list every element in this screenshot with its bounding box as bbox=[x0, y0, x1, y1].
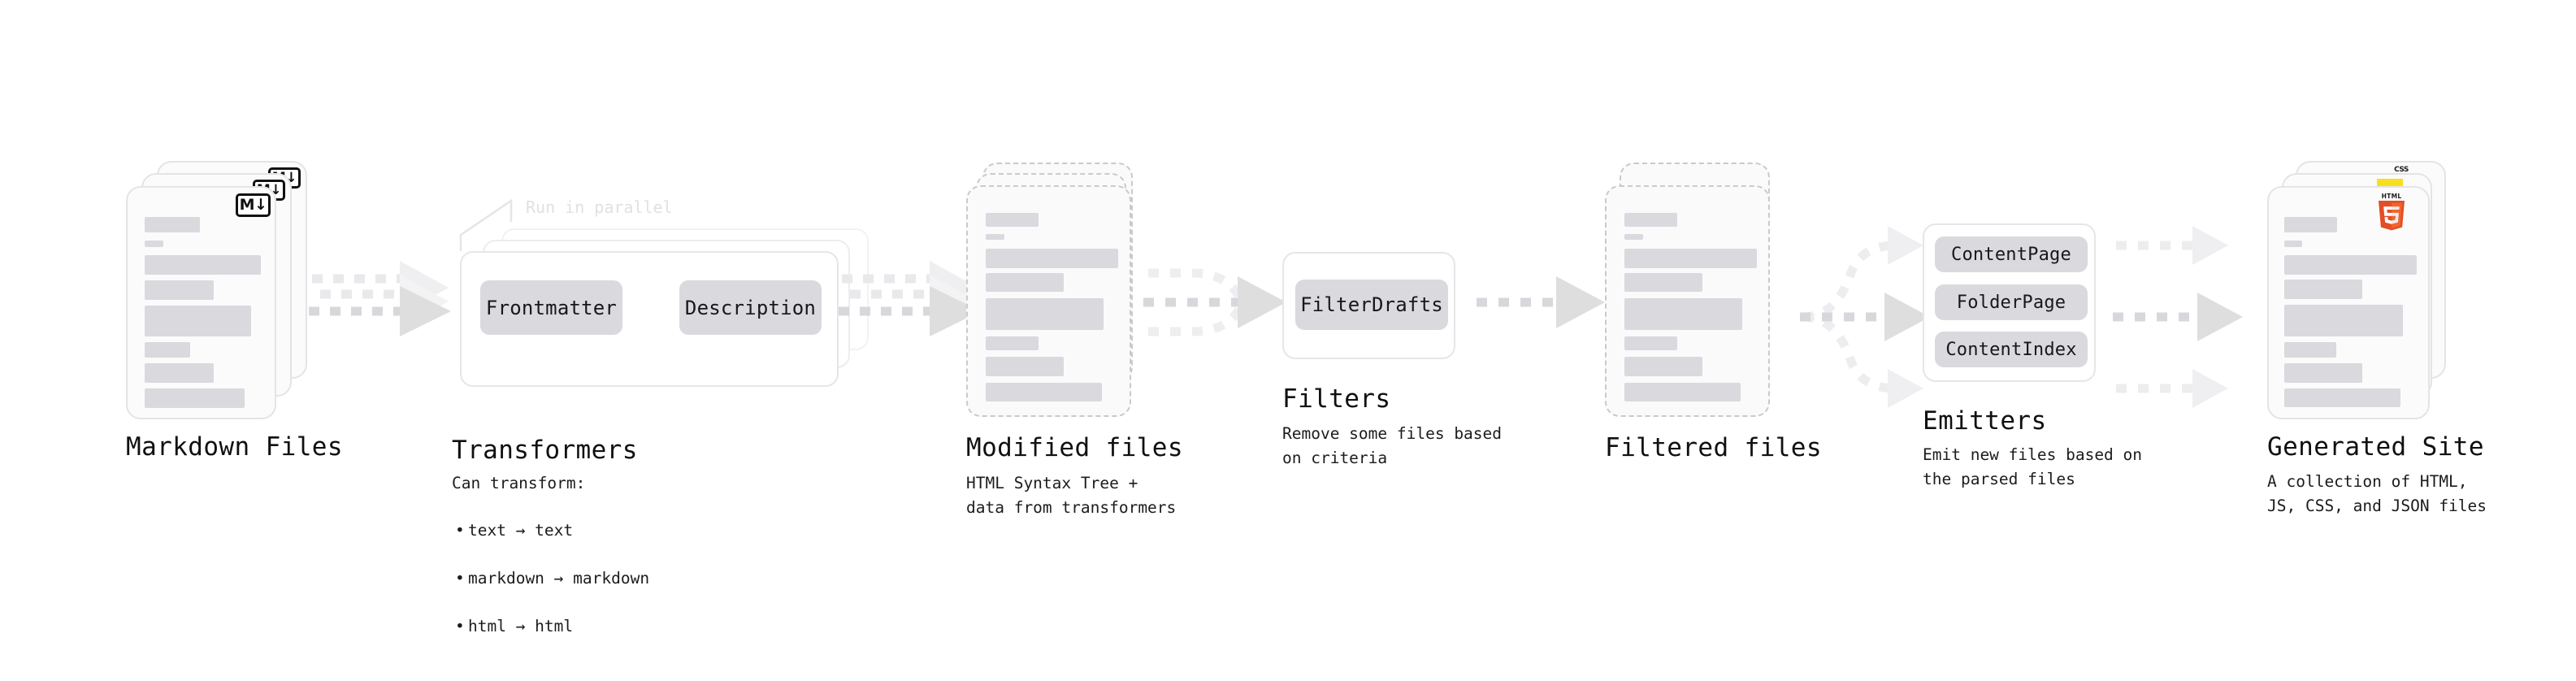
placeholder-bar bbox=[2284, 255, 2417, 275]
transformers-bullet-list: text → text markdown → markdown html → h… bbox=[452, 494, 649, 662]
emitters-subtitle: Emit new files based on the parsed files bbox=[1923, 445, 2143, 488]
transformer-node-frontmatter[interactable]: Frontmatter bbox=[480, 280, 622, 335]
placeholder-bar bbox=[986, 234, 1004, 240]
placeholder-bar bbox=[986, 249, 1118, 268]
arrow-filters-to-filtered bbox=[1477, 276, 1605, 328]
markdown-files-title: Markdown Files bbox=[126, 432, 343, 462]
filtered-file-content bbox=[1607, 187, 1768, 415]
placeholder-bar bbox=[1624, 336, 1677, 350]
emitter-node-contentpage[interactable]: ContentPage bbox=[1935, 236, 2088, 272]
placeholder-bar bbox=[1624, 213, 1677, 227]
generated-site-stack: CSS HTML bbox=[2267, 161, 2454, 429]
placeholder-bar bbox=[2284, 388, 2400, 407]
markdown-file-sheet-front bbox=[126, 186, 276, 419]
placeholder-bar bbox=[986, 273, 1064, 292]
placeholder-bar bbox=[2284, 363, 2362, 383]
filter-node-filterdrafts[interactable]: FilterDrafts bbox=[1295, 280, 1448, 330]
modified-files-subtitle: HTML Syntax Tree + data from transformer… bbox=[966, 474, 1177, 517]
emitters-title: Emitters bbox=[1923, 406, 2047, 436]
generated-site-sheet-front-html bbox=[2267, 186, 2430, 419]
generated-site-content bbox=[2269, 188, 2428, 418]
placeholder-bar bbox=[145, 388, 245, 408]
modified-file-content bbox=[968, 187, 1130, 415]
transformers-bullet-item: markdown → markdown bbox=[455, 566, 649, 591]
transformers-bullet-item: text → text bbox=[455, 518, 649, 543]
transformers-title: Transformers bbox=[452, 436, 638, 465]
markdown-file-content bbox=[128, 188, 275, 418]
modified-file-sheet-front bbox=[966, 185, 1131, 417]
emitters-group: ContentPage FolderPage ContentIndex bbox=[1923, 223, 2096, 382]
arrow-emitters-to-site bbox=[2113, 226, 2243, 408]
placeholder-bar bbox=[145, 342, 190, 358]
placeholder-bar bbox=[986, 298, 1104, 330]
modified-files-stack bbox=[966, 163, 1153, 423]
placeholder-bar bbox=[1624, 273, 1702, 292]
arrow-markdown-to-transformers bbox=[309, 261, 451, 336]
placeholder-bar bbox=[1624, 234, 1643, 240]
filtered-file-sheet-front bbox=[1605, 185, 1770, 417]
generated-site-subtitle: A collection of HTML, JS, CSS, and JSON … bbox=[2267, 472, 2487, 515]
placeholder-bar bbox=[2284, 305, 2403, 336]
markdown-badge-front: M ↓ bbox=[236, 193, 271, 217]
generated-site-title: Generated Site bbox=[2267, 432, 2484, 462]
placeholder-bar bbox=[986, 213, 1039, 227]
markdown-badge-letter: M bbox=[239, 196, 255, 214]
placeholder-bar bbox=[1624, 249, 1757, 268]
placeholder-bar bbox=[145, 306, 251, 336]
emitter-node-contentindex[interactable]: ContentIndex bbox=[1935, 332, 2088, 367]
arrow-modified-to-filters bbox=[1143, 268, 1286, 336]
html5-badge: HTML bbox=[2379, 193, 2405, 231]
transformers-subtitle: Can transform: bbox=[452, 474, 586, 492]
run-in-parallel-annotation: Run in parallel bbox=[526, 197, 673, 217]
filtered-files-stack bbox=[1605, 163, 1792, 423]
placeholder-bar bbox=[2284, 280, 2362, 299]
filtered-files-title: Filtered files bbox=[1605, 433, 1822, 462]
placeholder-bar bbox=[986, 357, 1064, 376]
filters-group: FilterDrafts bbox=[1282, 252, 1455, 359]
transformer-node-description[interactable]: Description bbox=[679, 280, 822, 335]
placeholder-bar bbox=[145, 241, 163, 247]
markdown-badge-arrow-icon: ↓ bbox=[254, 196, 267, 214]
placeholder-bar bbox=[986, 336, 1039, 350]
markdown-files-stack: M ↓ M ↓ M ↓ bbox=[126, 161, 309, 421]
placeholder-bar bbox=[2284, 342, 2336, 358]
svg-text:HTML: HTML bbox=[2382, 193, 2402, 200]
placeholder-bar bbox=[145, 217, 200, 232]
placeholder-bar bbox=[145, 255, 261, 275]
placeholder-bar bbox=[2284, 241, 2302, 247]
modified-files-title: Modified files bbox=[966, 433, 1183, 462]
transformers-bullet-item: html → html bbox=[455, 614, 649, 639]
css-badge-label: CSS bbox=[2394, 166, 2409, 174]
placeholder-bar bbox=[1624, 383, 1741, 401]
transformers-group-front: Frontmatter Description bbox=[460, 251, 839, 387]
placeholder-bar bbox=[145, 280, 214, 300]
placeholder-bar bbox=[986, 383, 1102, 401]
placeholder-bar bbox=[145, 363, 214, 383]
emitter-node-folderpage[interactable]: FolderPage bbox=[1935, 284, 2088, 320]
placeholder-bar bbox=[1624, 357, 1702, 376]
placeholder-bar bbox=[1624, 298, 1742, 330]
filters-title: Filters bbox=[1282, 384, 1391, 414]
placeholder-bar bbox=[2284, 217, 2337, 232]
filters-subtitle: Remove some files based on criteria bbox=[1282, 424, 1503, 467]
